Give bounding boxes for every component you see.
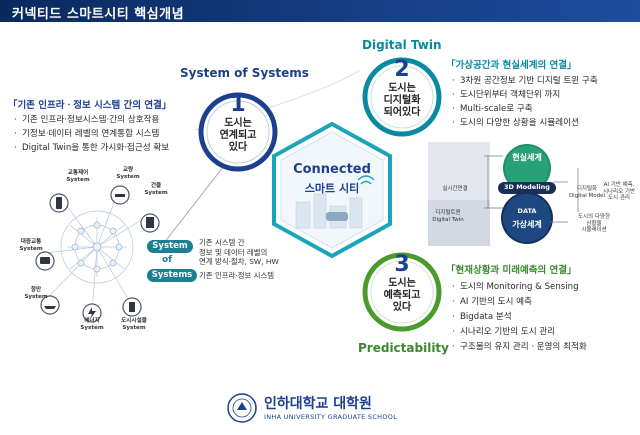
bullet: 기존 인프라·정보시스템·간의 상호작용 <box>14 113 169 127</box>
university-name: 인하대학교 대학원 <box>264 396 372 412</box>
data-label: DATA <box>517 207 537 215</box>
system-description: 기존 시스템 간 정보 및 데이터 레벨의 연계 방식·절차, SW, HW <box>199 238 279 266</box>
system-pill: System <box>147 240 193 253</box>
node-energy-system: 에너지 System <box>80 318 104 331</box>
center-subtitle: 스마트 시티 <box>304 182 360 195</box>
bullet: Multi-scale로 구축 <box>452 102 598 116</box>
predictability-title: Predictability <box>358 341 449 355</box>
systems-description: 기존 인프라·정보 시스템 <box>199 271 275 280</box>
system-network-diagram <box>35 185 160 323</box>
circle-1-number: 1 <box>230 92 246 117</box>
bullet: AI 기반의 도시 예측 <box>452 295 587 310</box>
node-port-system: 항만 System <box>24 287 48 300</box>
node-public-transit-system: 대중교통 System <box>19 239 43 252</box>
bullet: 구조물의 유지 관리ㆍ운영의 최적화 <box>452 340 587 355</box>
bullet: 시나리오 기반의 도시 관리 <box>452 325 587 340</box>
bullet: Digital Twin을 통한 가시화·접근성 확보 <box>14 141 169 155</box>
connected-smart-city-hexagon <box>272 121 392 259</box>
digital-twin-diagram <box>428 142 579 246</box>
node-urban-facility-system: 도시시설물 System <box>121 318 147 331</box>
circle-3-number: 3 <box>394 252 410 277</box>
bullet: 기정보·데이터 레벨의 연계통합 시스템 <box>14 127 169 141</box>
real-world-label: 현실세계 <box>512 153 542 162</box>
section-3-bullets: 도시의 Monitoring & Sensing AI 기반의 도시 예측 Bi… <box>452 280 587 355</box>
circle-2 <box>362 57 442 137</box>
digital-twin-title: Digital Twin <box>362 38 442 52</box>
circle-1-text: 도시는 연계되고 있다 <box>219 118 257 153</box>
section-2-bullets: 3차원 공간정보 기반 디지털 트윈 구축 도시단위부터 객체단위 까지 Mul… <box>452 74 598 130</box>
university-seal <box>227 393 257 423</box>
virtual-world-label: 가상세계 <box>512 220 542 229</box>
section-3-subtitle: 「현재상황과 미래예측의 연결」 <box>446 265 577 276</box>
simulation-label: 도시의 다양한 상황을 시뮬레이션 <box>577 214 611 233</box>
university-english-name: INHA UNIVERSITY GRADUATE SCHOOL <box>264 413 398 421</box>
bullet: 도시의 Monitoring & Sensing <box>452 280 587 295</box>
node-bridge-system: 교량 System <box>116 167 140 180</box>
circle-2-number: 2 <box>394 57 410 82</box>
bullet: 3차원 공간정보 기반 디지털 트윈 구축 <box>452 74 598 88</box>
circle-1 <box>198 92 278 172</box>
center-title: Connected <box>293 162 371 177</box>
of-label: of <box>162 255 173 265</box>
digital-twin-label: 디지털트윈 Digital Twin <box>432 210 464 223</box>
page-title: 커넥티드 스마트시티 핵심개념 <box>12 7 185 22</box>
systems-pill: Systems <box>147 269 197 282</box>
ai-prediction-label: AI 기반 예측, 시나리오 기반 도시 관리 <box>602 182 636 201</box>
circle-2-text: 도시는 디지털화 되어있다 <box>383 83 421 118</box>
section-1-subtitle: 「기존 인프라ㆍ정보 시스템 간의 연결」 <box>8 100 172 111</box>
3d-modeling-label: 3D Modeling <box>504 183 550 191</box>
circle-3 <box>362 252 442 332</box>
node-traffic-control-system: 교통제어 System <box>66 170 90 183</box>
node-building-system: 건물 System <box>144 183 168 196</box>
bullet: 도시단위부터 객체단위 까지 <box>452 88 598 102</box>
system-of-systems-title: System of Systems <box>180 66 309 80</box>
header-bar <box>0 0 640 22</box>
bullet: Bigdata 분석 <box>452 310 587 325</box>
section-2-subtitle: 「가상공간과 현실세계의 연결」 <box>446 60 577 71</box>
digital-model-label: 디지털화 Digital Model <box>568 186 606 199</box>
bullet: 도시의 다양한 상황을 시뮬레이션 <box>452 116 598 130</box>
section-1-bullets: 기존 인프라·정보시스템·간의 상호작용 기정보·데이터 레벨의 연계통합 시스… <box>14 113 169 155</box>
circle-3-text: 도시는 예측되고 있다 <box>383 278 421 313</box>
realtime-connection-label: 실시간연결 <box>442 186 468 192</box>
